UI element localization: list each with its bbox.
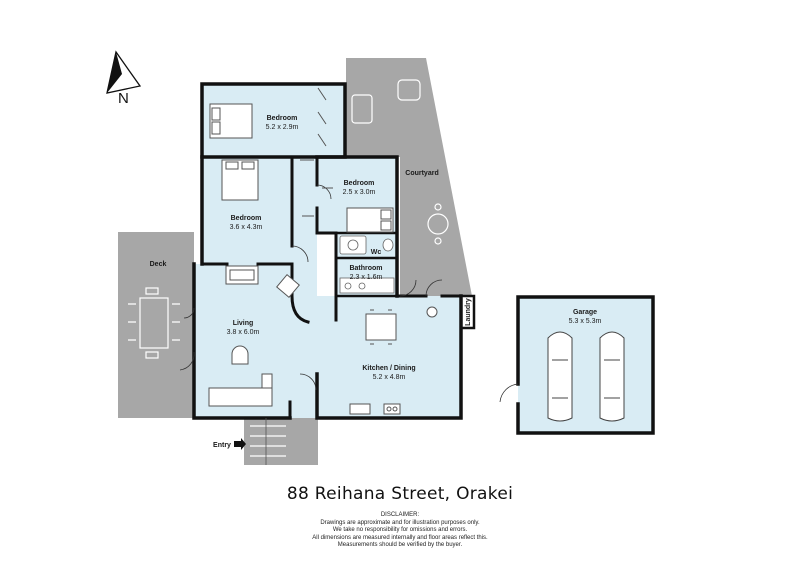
bed-fixtures	[209, 103, 394, 233]
room-dims-bedroom-left: 3.6 x 4.3m	[230, 224, 263, 231]
walls	[192, 82, 655, 435]
laundry-label: Laundry	[465, 298, 472, 326]
room-dims-bedroom-mid: 2.5 x 3.0m	[343, 189, 376, 196]
property-address: 88 Reihana Street, Orakei	[286, 484, 514, 504]
room-dims-bedroom-top: 5.2 x 2.9m	[266, 124, 299, 131]
disclaimer-line: We take no responsibility for omissions …	[332, 527, 468, 534]
room-dims-kitchen: 5.2 x 4.8m	[373, 374, 406, 381]
north-label: N	[118, 90, 129, 107]
room-dims-living: 3.8 x 6.0m	[227, 329, 260, 336]
bathroom-fixtures	[339, 235, 395, 294]
disclaimer-line: All dimensions are measured internally a…	[312, 534, 488, 541]
deck-area	[118, 232, 194, 418]
entry-arrow-icon	[234, 438, 246, 450]
room-name-kitchen: Kitchen / Dining	[362, 365, 415, 372]
garage-cars	[547, 331, 625, 422]
disclaimer-line: Measurements should be verified by the b…	[337, 542, 463, 549]
room-name-bedroom-mid: Bedroom	[344, 180, 375, 187]
courtyard-area	[346, 58, 472, 296]
disclaimer-line: Drawings are approximate and for illustr…	[320, 519, 480, 526]
wardrobe-marks	[300, 87, 333, 217]
room-name-bathroom: Bathroom	[349, 265, 382, 272]
living-furniture	[208, 265, 300, 407]
deck-furniture	[128, 287, 180, 359]
courtyard-label: Courtyard	[405, 170, 438, 177]
room-dims-garage: 5.3 x 5.3m	[569, 318, 602, 325]
floor-fill	[194, 84, 653, 433]
courtyard-furniture	[351, 79, 449, 245]
entry-label: Entry	[213, 442, 231, 449]
north-arrow-icon	[106, 50, 142, 94]
disclaimer: DISCLAIMER: Drawings are approximate and…	[0, 512, 800, 550]
room-name-garage: Garage	[573, 309, 597, 316]
entry-stairs	[250, 418, 286, 465]
room-name-wc: Wc	[371, 249, 382, 256]
room-name-bedroom-left: Bedroom	[231, 215, 262, 222]
room-name-living: Living	[233, 320, 254, 327]
door-swings	[179, 184, 519, 403]
room-name-bedroom-top: Bedroom	[267, 115, 298, 122]
disclaimer-heading: DISCLAIMER:	[380, 512, 420, 518]
deck-label: Deck	[150, 261, 167, 268]
room-dims-bathroom: 2.3 x 1.6m	[350, 274, 383, 281]
kitchen-fixtures	[349, 306, 438, 415]
